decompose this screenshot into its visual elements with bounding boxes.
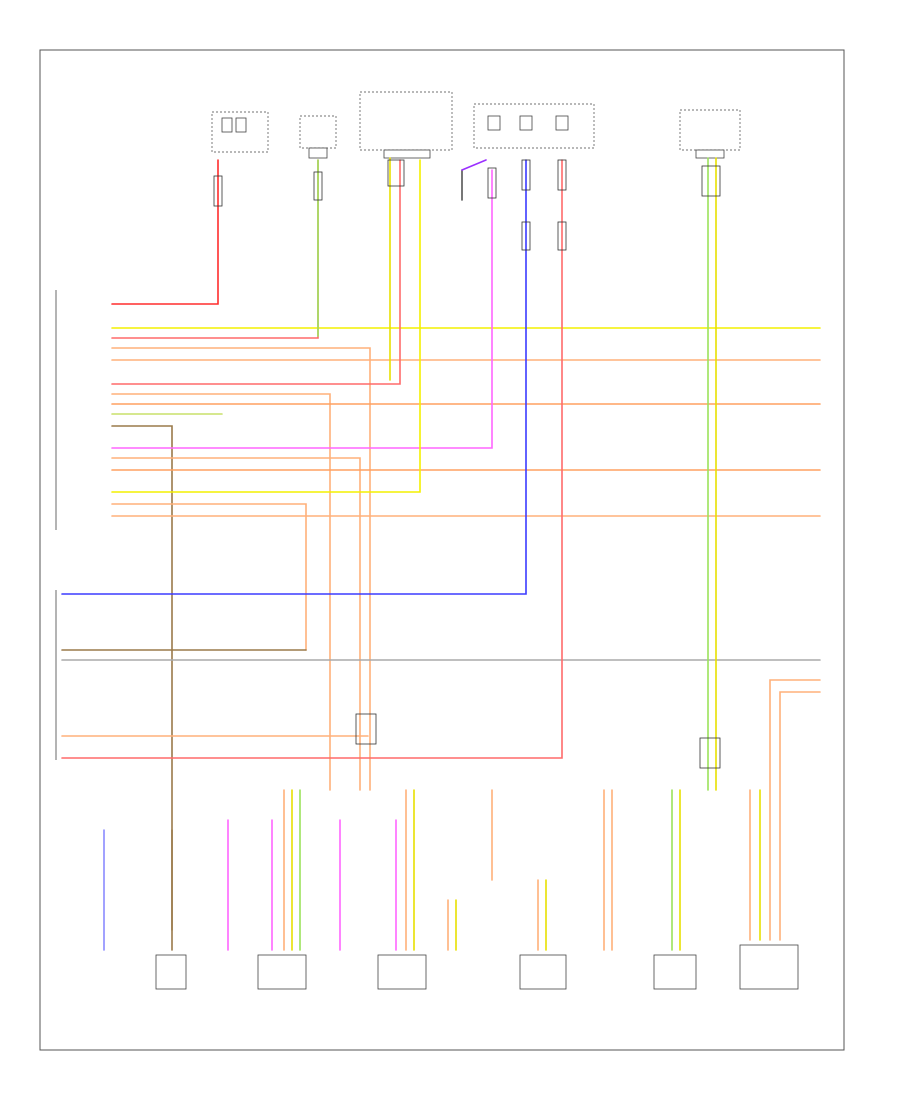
wire-red-3 [111, 159, 401, 385]
wire-violet-1 [111, 169, 493, 449]
wire-yellow-2 [111, 159, 421, 493]
wire-orange-1 [111, 347, 371, 791]
bottom-modules [155, 944, 799, 990]
module-bottom-1 [155, 954, 187, 990]
fuse-right-c [555, 115, 569, 131]
inline-connector-10 [355, 713, 377, 745]
wire-orange-10 [769, 679, 821, 941]
module-top-right [679, 109, 741, 151]
fuse-right-b [519, 115, 533, 131]
wire-red-4 [61, 159, 563, 759]
fuse-block-left [211, 111, 269, 153]
module-bottom-3 [377, 954, 427, 990]
inline-connector-2 [313, 171, 323, 201]
connector-top-right [695, 149, 725, 159]
inline-connectors [213, 159, 721, 769]
module-top-2 [299, 115, 337, 149]
wire-red-1 [111, 159, 219, 305]
wire-orange-7 [111, 503, 307, 651]
module-bottom-2 [257, 954, 307, 990]
wire-orange-5 [111, 457, 361, 791]
wire-blue-1 [61, 159, 527, 595]
inline-connector-5 [521, 159, 531, 191]
top-components [211, 91, 741, 159]
inline-connector-7 [557, 159, 567, 191]
bottom-drops [103, 789, 761, 951]
inline-connector-6 [521, 221, 531, 251]
module-bottom-4 [519, 954, 567, 990]
fuse-block-right [473, 103, 595, 149]
fuse-left-a [221, 117, 233, 133]
wire-red-2 [111, 159, 319, 339]
connector-top-2 [308, 147, 328, 159]
module-bottom-5 [653, 954, 697, 990]
inline-connector-1 [213, 175, 223, 207]
inline-connector-9 [701, 165, 721, 197]
diagram-frame [39, 49, 845, 1051]
instrument-cluster-connector [383, 149, 431, 159]
fuse-right-a [487, 115, 501, 131]
module-bottom-6 [739, 944, 799, 990]
wire-purple-1 [461, 159, 487, 171]
inline-connector-4 [487, 167, 497, 199]
fuse-left-b [235, 117, 247, 133]
wire-orange-3 [111, 393, 331, 791]
inline-connector-11 [699, 737, 721, 769]
inline-connector-3 [387, 159, 405, 187]
inline-connector-8 [557, 221, 567, 251]
instrument-cluster-box [359, 91, 453, 151]
harness-wires [61, 157, 821, 941]
wire-brown-1 [111, 425, 173, 931]
wire-orange-11 [779, 691, 821, 941]
